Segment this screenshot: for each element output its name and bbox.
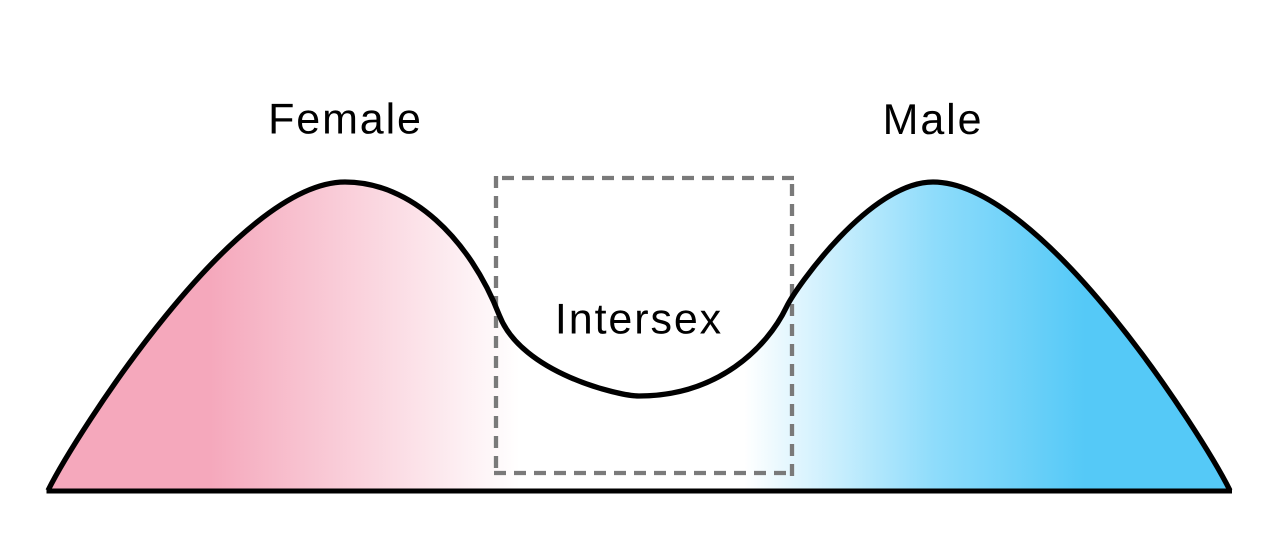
svg-text:Male: Male bbox=[883, 96, 984, 144]
svg-text:Intersex: Intersex bbox=[555, 296, 723, 344]
svg-text:Female: Female bbox=[268, 96, 423, 144]
